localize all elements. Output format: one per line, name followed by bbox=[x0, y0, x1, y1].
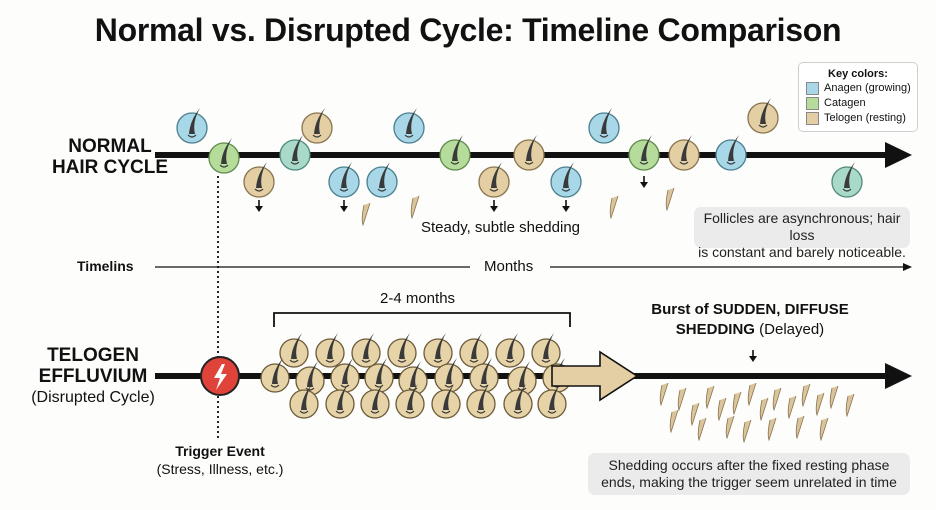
note-line: Shedding occurs after the fixed resting … bbox=[608, 457, 890, 473]
label-sub: (Disrupted Cycle) bbox=[31, 389, 155, 406]
label-line: HAIR CYCLE bbox=[51, 157, 169, 178]
disrupted-note: Shedding occurs after the fixed resting … bbox=[588, 453, 910, 495]
normal-note: Follicles are asynchronous; hair loss is… bbox=[694, 207, 910, 260]
note-line: Follicles are asynchronous; hair loss bbox=[703, 210, 901, 243]
telogen-swatch-icon bbox=[806, 111, 819, 125]
legend: Key colors: Anagen (growing) Catagen Tel… bbox=[798, 62, 918, 132]
burst-sub: (Delayed) bbox=[759, 321, 825, 338]
note-line: is constant and barely noticeable. bbox=[698, 244, 906, 260]
legend-item-catagen: Catagen bbox=[806, 96, 917, 110]
catagen-swatch-icon bbox=[806, 96, 819, 110]
lightning-icon bbox=[200, 356, 240, 396]
months-label: Months bbox=[484, 258, 534, 275]
trigger-label: Trigger Event (Stress, Illness, etc.) bbox=[130, 442, 310, 478]
label-line: NORMAL bbox=[68, 136, 152, 157]
shed-hair-burst bbox=[659, 382, 855, 443]
trigger-title: Trigger Event bbox=[175, 443, 265, 459]
shedding-caption: Steady, subtle shedding bbox=[421, 219, 581, 236]
anagen-swatch-icon bbox=[806, 81, 819, 95]
duration-label: 2-4 months bbox=[380, 290, 456, 307]
legend-label: Telogen (resting) bbox=[824, 112, 906, 124]
legend-label: Catagen bbox=[824, 97, 866, 109]
burst-bold: SHEDDING bbox=[675, 321, 755, 338]
telogen-cluster bbox=[261, 333, 571, 418]
label-line: TELOGEN bbox=[47, 345, 139, 366]
telogen-effluvium-label: TELOGEN EFFLUVIUM (Disrupted Cycle) bbox=[18, 345, 168, 408]
note-line: ends, making the trigger seem unrelated … bbox=[601, 474, 897, 490]
legend-title: Key colors: bbox=[828, 68, 888, 80]
legend-label: Anagen (growing) bbox=[824, 82, 911, 94]
burst-label: Burst of SUDDEN, DIFFUSE SHEDDING (Delay… bbox=[620, 300, 880, 340]
legend-item-telogen: Telogen (resting) bbox=[806, 111, 917, 125]
legend-item-anagen: Anagen (growing) bbox=[806, 81, 917, 95]
timeline-label: Timelins bbox=[77, 258, 134, 274]
page-title: Normal vs. Disrupted Cycle: Timeline Com… bbox=[94, 12, 842, 48]
trigger-sub: (Stress, Illness, etc.) bbox=[156, 461, 284, 477]
normal-cycle-label: NORMAL HAIR CYCLE bbox=[40, 136, 180, 178]
progression-arrow-icon bbox=[551, 350, 639, 402]
burst-line: Burst of SUDDEN, DIFFUSE bbox=[651, 301, 849, 318]
label-line: EFFLUVIUM bbox=[38, 366, 148, 387]
